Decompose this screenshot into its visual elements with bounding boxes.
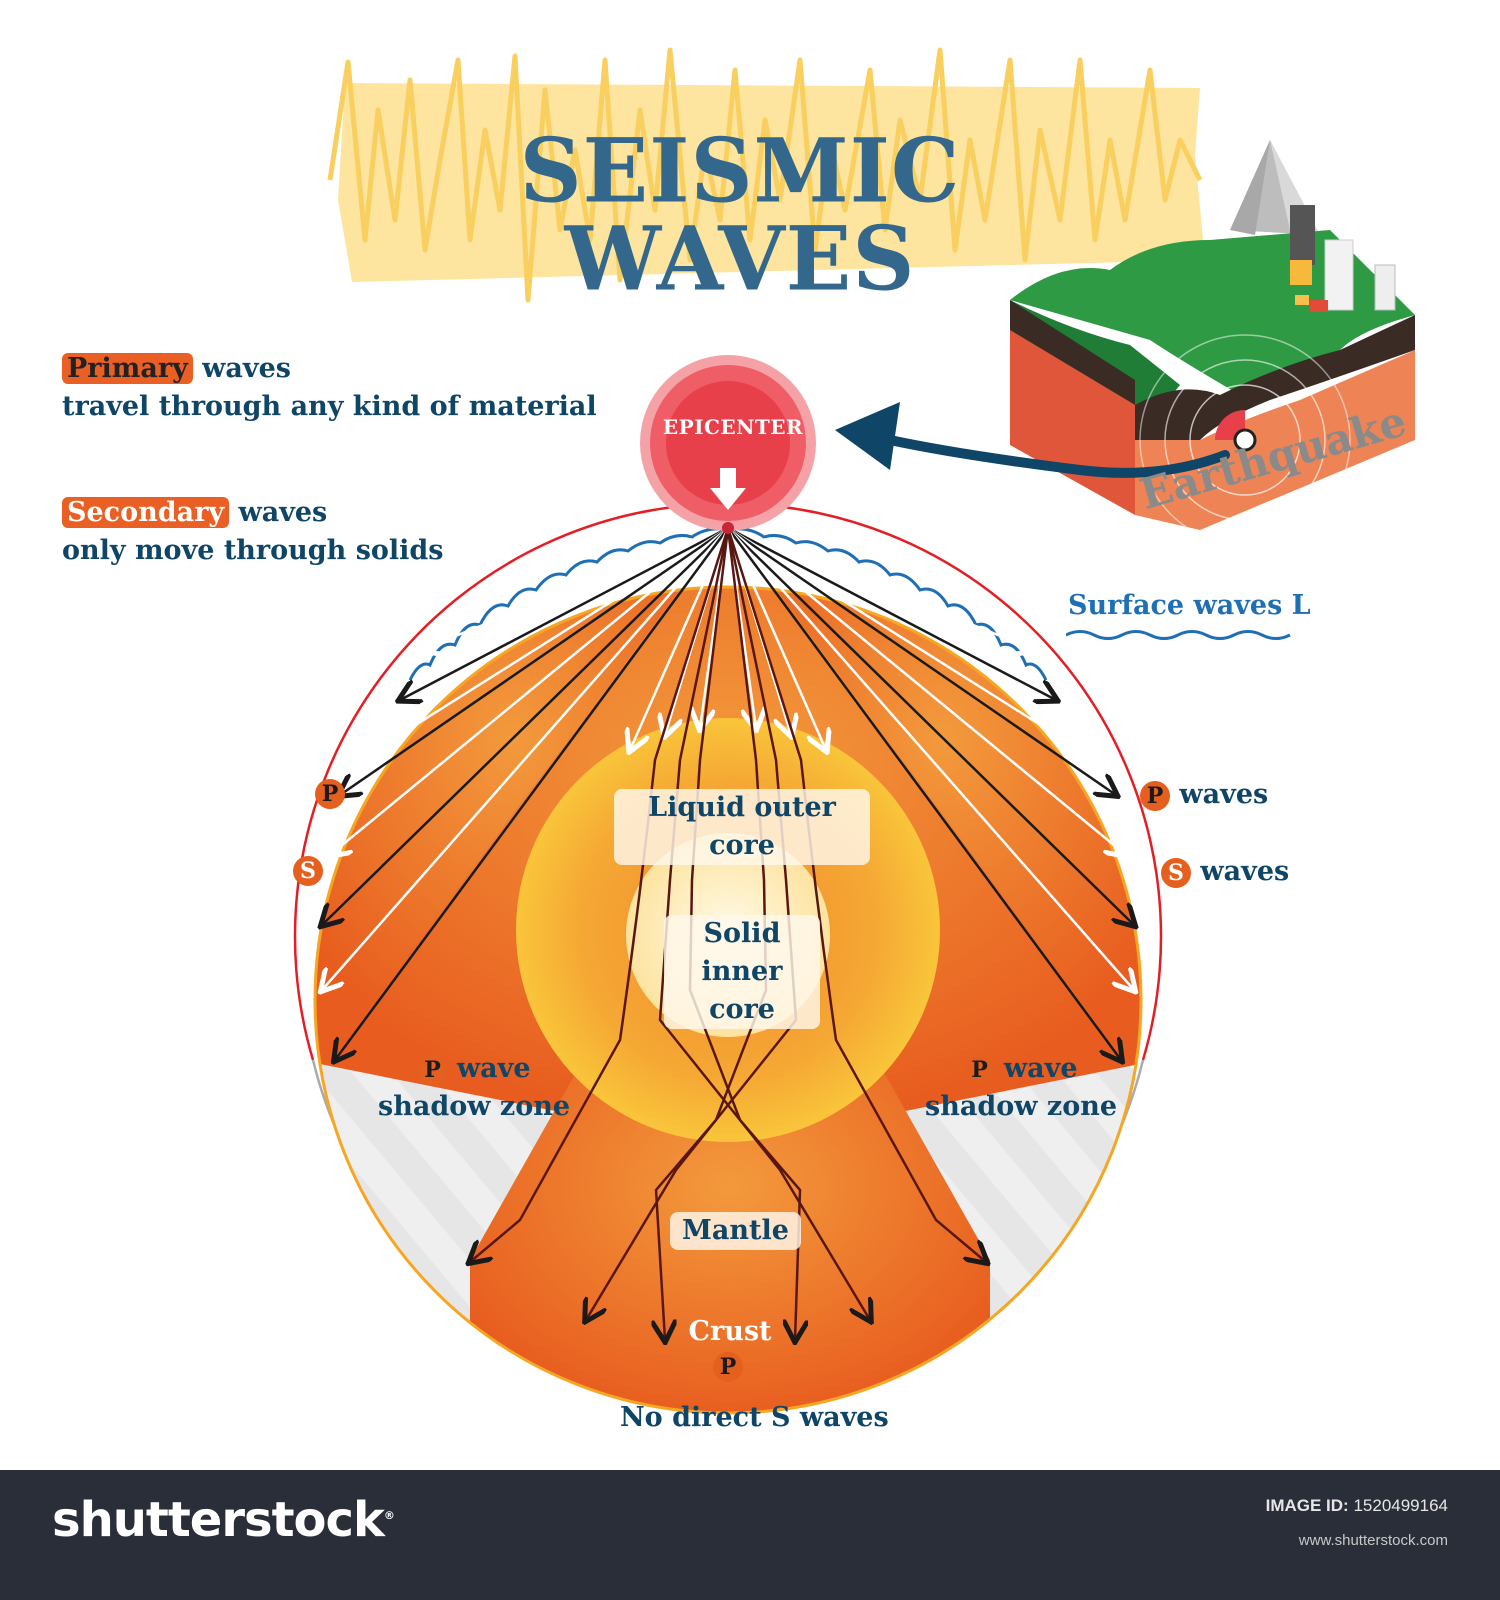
primary-description: travel through any kind of material [62,391,597,422]
surface-waves-label: Surface waves L [1068,590,1311,621]
primary-tag: Primary [62,353,193,384]
p-badge-icon: P [1140,780,1170,811]
mantle-label: Mantle [670,1212,801,1250]
right-s-waves-label: S waves [1161,856,1289,888]
epicenter-marker [640,355,816,534]
secondary-description: only move through solids [62,535,444,566]
footer-url: www.shutterstock.com [1298,1532,1448,1549]
p-badge-icon: P [964,1054,995,1085]
shutterstock-logo: shutterstock® [52,1492,395,1548]
p-badge-icon: P [417,1054,448,1085]
bottom-p-marker: P [713,1352,743,1382]
image-id: IMAGE ID: 1520499164 [1265,1496,1448,1515]
inner-core-label: Solid inner core [664,915,820,1029]
legend-secondary: Secondary waves only move through solids [62,494,444,570]
s-badge-icon: S [293,856,323,886]
surface-wave-squiggle-icon [1066,630,1291,640]
p-badge-icon: P [315,779,345,809]
primary-tag-rest: waves [202,353,291,384]
crust-label: Crust [688,1316,772,1347]
no-direct-s-waves-caption: No direct S waves [620,1402,889,1433]
right-p-waves-label: P waves [1140,779,1268,811]
left-s-marker: S [293,856,323,886]
s-badge-icon: S [1161,857,1191,888]
earthquake-to-epicenter-arrow [835,402,1230,478]
crust-outline [313,585,1143,1415]
left-shadow-zone-label: P wave shadow zone [378,1053,571,1122]
epicenter-label: EPICENTER [662,415,804,439]
page-title: SEISMIC WAVES [519,120,961,311]
legend-primary: Primary waves travel through any kind of… [62,350,597,426]
outer-core-label: Liquid outer core [614,789,870,865]
footer-bar: shutterstock® IMAGE ID: 1520499164 www.s… [0,1470,1500,1600]
title-banner [327,47,1205,303]
p-badge-icon: P [713,1352,743,1382]
left-p-marker: P [315,779,345,809]
secondary-tag: Secondary [62,497,230,528]
secondary-tag-rest: waves [238,497,328,528]
right-shadow-zone-label: P wave shadow zone [925,1053,1118,1122]
